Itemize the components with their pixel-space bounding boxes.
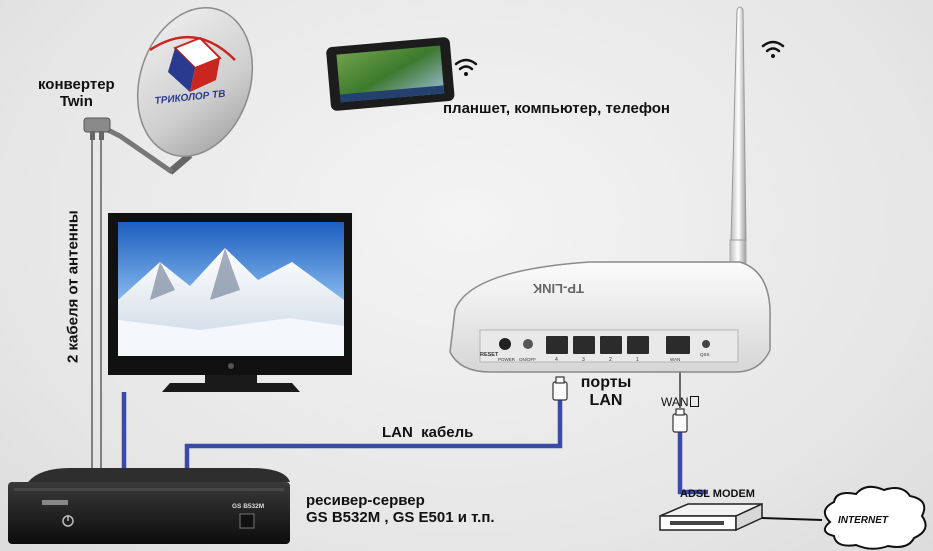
modem-internet-line: [761, 517, 823, 521]
tv-monitor: [108, 213, 352, 392]
converter-label-line2: Twin: [59, 93, 93, 111]
converter-label-line1: конвертер: [38, 76, 115, 93]
lnb-converter-icon: [83, 117, 111, 133]
lan-ports-line1: порты: [580, 374, 632, 391]
receiver-logo: [42, 500, 68, 505]
lan-connector-icon: [552, 376, 568, 401]
tablet-device: [326, 37, 455, 111]
router-wan-port: [666, 336, 690, 354]
tv-power-led: [228, 363, 234, 369]
receiver-body: [8, 482, 290, 544]
router-qss-label: QSS: [700, 352, 710, 357]
receiver-label: ресивер-сервер GS B532M , GS E501 и т.п.: [306, 492, 495, 527]
receiver-device: GS B532M: [8, 468, 290, 544]
wan-label-text: WAN: [661, 395, 689, 409]
router-onoff-button: [523, 339, 533, 349]
tv-stand: [162, 383, 300, 392]
cables-from-antenna-label: 2 кабеля от антенны: [64, 210, 82, 363]
router-onoff-label: ON/OFF: [519, 357, 536, 362]
tricolor-logo: [149, 35, 236, 92]
tv-neck: [205, 375, 257, 383]
receiver-usb-slot: [239, 513, 255, 529]
cables: [121, 392, 708, 495]
router-wan-port-label: WAN: [670, 357, 680, 362]
receiver-label-line1: ресивер-сервер: [306, 492, 425, 509]
router-power-label: POWER: [498, 357, 516, 362]
router-qss-button: [702, 340, 710, 348]
adsl-modem: [659, 502, 763, 532]
lan-ports-label: порты LAN: [580, 374, 632, 411]
internet-cloud-icon: [823, 485, 927, 550]
wan-cable: [677, 430, 708, 495]
router-device: TP-LINK RESET POWER ON/OFF 4 3 2 1 WAN Q…: [449, 6, 771, 373]
router-reset-label: RESET: [480, 352, 499, 358]
lan-cable: [184, 398, 563, 470]
wan-label: WAN: [661, 395, 699, 410]
receiver-label-line2: GS B532M , GS E501 и т.п.: [306, 509, 495, 527]
wan-label-box: [689, 396, 699, 407]
lan-ports-line2: LAN: [589, 392, 623, 410]
router-power-jack: [499, 338, 511, 350]
wifi-icon-router: [761, 40, 785, 58]
router-port-3-label: 3: [582, 357, 585, 363]
lan-cable-label: LAN кабель: [382, 424, 474, 441]
dish-mount: [167, 152, 193, 175]
router-brand-text: TP-LINK: [532, 281, 584, 296]
router-lan-ports: [546, 336, 649, 354]
devices-label: планшет, компьютер, телефон: [443, 100, 670, 117]
internet-label: INTERNET: [838, 515, 888, 526]
adsl-modem-label: ADSL MODEM: [680, 488, 755, 500]
receiver-model-text: GS B532M: [232, 503, 264, 510]
router-antenna: [730, 6, 747, 241]
router-port-1-label: 1: [636, 357, 639, 363]
wan-connector-icon: [672, 408, 688, 433]
satellite-dish: ТРИКОЛОР ТВ: [83, 6, 254, 175]
wifi-icon-tablet: [454, 58, 478, 76]
router-port-4-label: 4: [555, 357, 558, 363]
converter-label: конвертер Twin: [38, 76, 115, 111]
router-port-2-label: 2: [609, 357, 612, 363]
